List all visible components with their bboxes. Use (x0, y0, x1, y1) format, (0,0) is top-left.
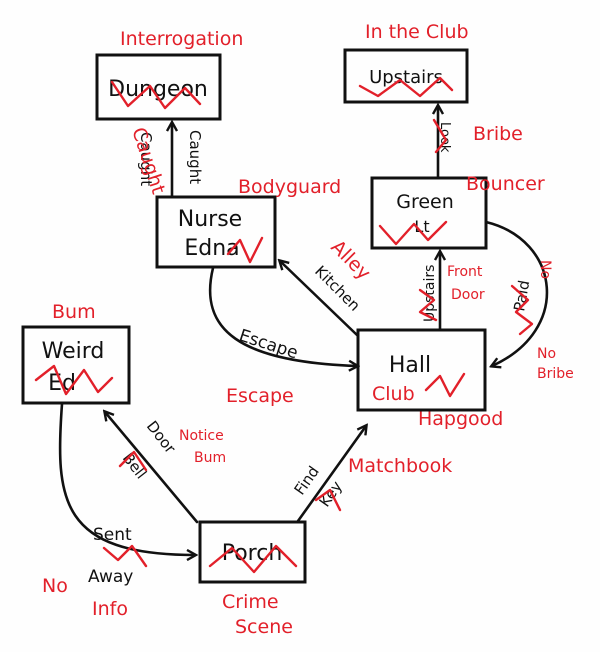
notice-note: Notice (179, 428, 224, 444)
notice-bum-note: Bum (194, 450, 226, 466)
hall-label: Hall (389, 353, 431, 378)
green-to-hall-curve (484, 220, 549, 366)
sent-edge-label: Sent (93, 525, 132, 545)
caught-edge-label-2: Caught (186, 130, 204, 184)
hall-to-nurse-arrow (280, 261, 359, 337)
caught-red-note: Caught (127, 125, 169, 197)
scene-note: Scene (235, 616, 293, 638)
in-the-club-note: In the Club (365, 21, 469, 43)
escape-red-note: Escape (226, 385, 294, 407)
bribe-note: Bribe (473, 123, 523, 145)
no-note: No (537, 260, 553, 279)
porch-box (198, 520, 307, 584)
bum-note: Bum (52, 301, 96, 323)
sent-scribble (102, 544, 148, 568)
nurse-to-hall-curve (208, 266, 357, 366)
no-bribe-no: No (537, 346, 556, 362)
upstairs-edge-scribble (418, 288, 438, 322)
weird-label: Weird (42, 339, 105, 364)
dungeon-box (95, 53, 222, 121)
weird-ed-box (21, 325, 131, 405)
hall-scribble (424, 372, 466, 398)
interrogation-note: Interrogation (120, 28, 243, 50)
front-note: Front (447, 264, 483, 280)
dungeon-scribble (110, 80, 202, 110)
bodyguard-note: Bodyguard (238, 176, 341, 198)
no-bribe-bribe: Bribe (537, 366, 574, 382)
crime-note: Crime (222, 591, 279, 613)
weird-to-porch-curve (58, 402, 195, 555)
club-note: Club (372, 383, 415, 405)
look-scribble (432, 118, 448, 154)
edna-label: Edna (184, 236, 239, 261)
info-note: Info (92, 598, 128, 620)
upstairs-scribble (358, 76, 454, 98)
away-edge-label: Away (88, 567, 133, 587)
caught-edge-label: Caught (137, 132, 155, 186)
door-note: Door (451, 287, 485, 303)
door-edge-label: Door (143, 417, 180, 457)
porch-scribble (208, 544, 298, 574)
porch-label: Porch (222, 541, 283, 566)
bouncer-note: Bouncer (466, 173, 545, 195)
key-scribble (314, 488, 342, 512)
matchbook-note: Matchbook (348, 455, 452, 477)
green-scribble (378, 220, 448, 246)
upstairs-box (343, 48, 469, 104)
porch-to-hall-arrow (296, 426, 366, 523)
hapgood-note: Hapgood (418, 408, 503, 430)
green-sub-label: Lt (414, 217, 429, 236)
escape-edge-label: Escape (236, 326, 300, 364)
upstairs-label: Upstairs (369, 67, 443, 88)
green-light-box (370, 176, 488, 250)
paid-scribble (510, 284, 534, 336)
weird-ed-scribble (34, 364, 114, 396)
edna-scribble (226, 236, 264, 264)
nurse-edna-box (155, 195, 277, 269)
no-info-no: No (42, 575, 68, 597)
bell-scribble (118, 450, 148, 472)
porch-to-weird-arrow (105, 412, 199, 524)
green-label: Green (396, 191, 454, 213)
nurse-label: Nurse (178, 207, 242, 232)
